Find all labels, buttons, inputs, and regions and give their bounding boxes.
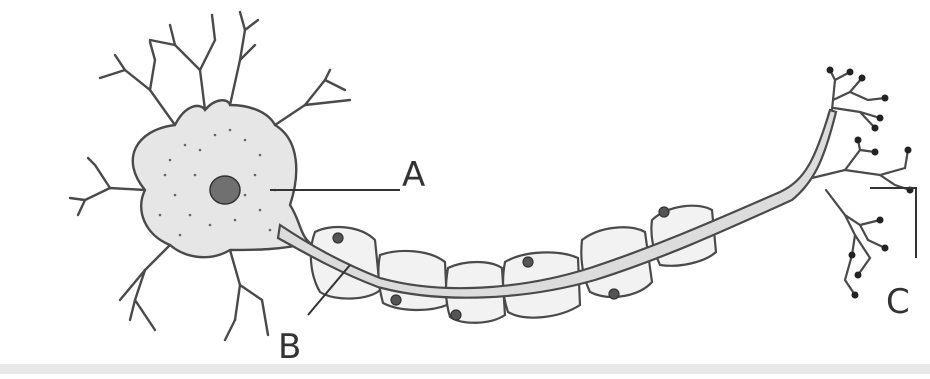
nucleus bbox=[210, 176, 240, 204]
bottom-divider bbox=[0, 364, 930, 374]
myelin-sheath bbox=[311, 206, 716, 323]
terminal-buttons bbox=[827, 67, 914, 299]
label-a: A bbox=[402, 158, 425, 192]
axon-terminals bbox=[812, 70, 910, 295]
label-b: B bbox=[278, 330, 301, 364]
leader-line-c bbox=[870, 188, 916, 258]
label-c: C bbox=[886, 285, 910, 319]
